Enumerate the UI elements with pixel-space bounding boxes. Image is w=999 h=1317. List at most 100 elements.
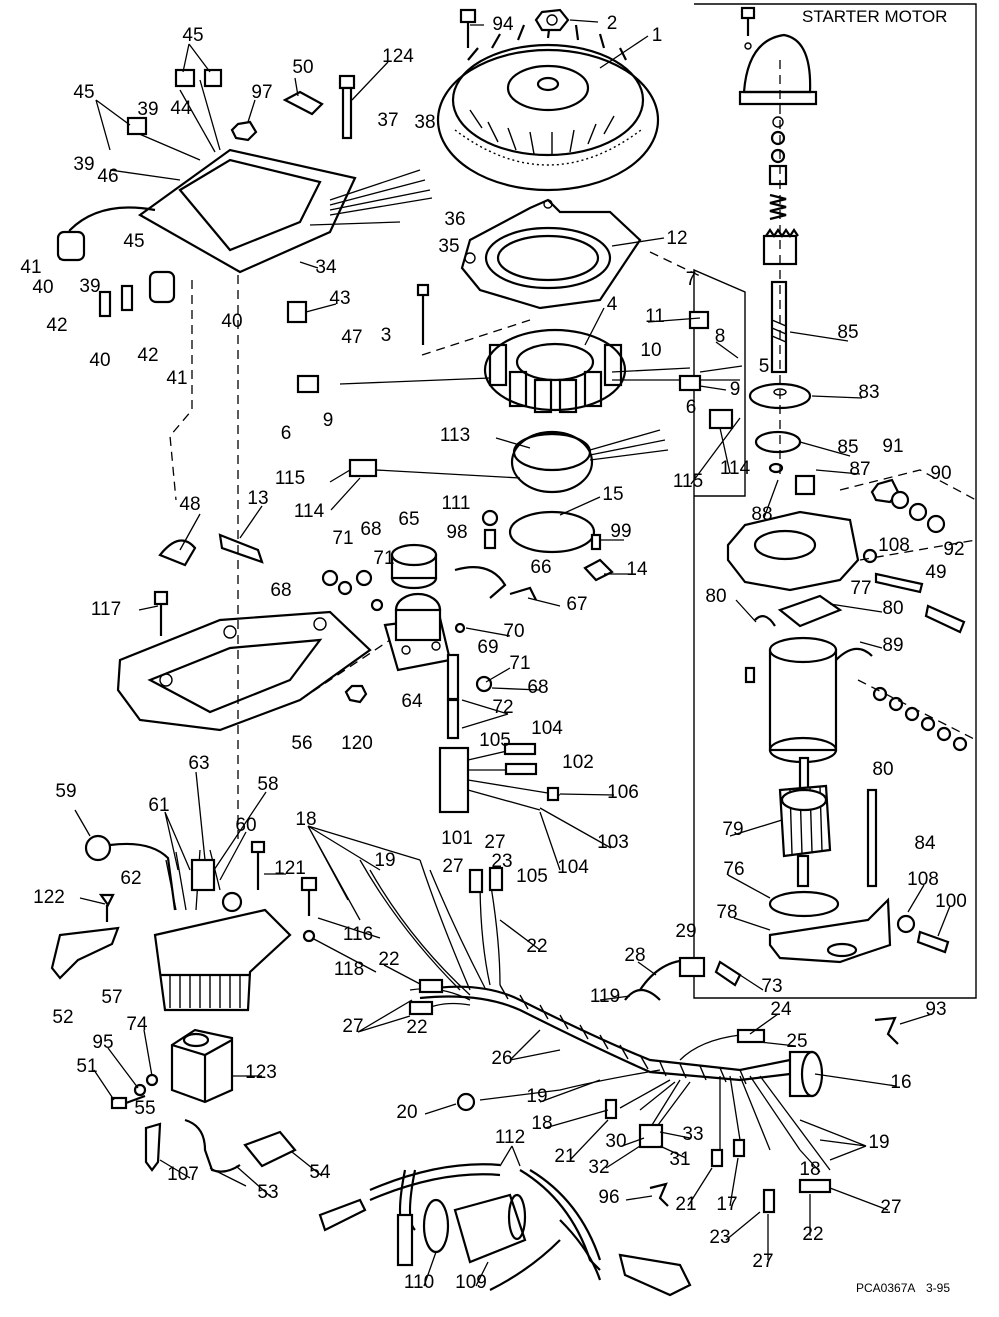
callout-21: 21 <box>675 1194 696 1215</box>
callout-44: 44 <box>170 98 192 119</box>
callout-106: 106 <box>607 782 639 803</box>
callout-124: 124 <box>382 46 414 67</box>
drawing-code: PCA0367A <box>856 1281 915 1295</box>
leader-lines <box>74 19 951 1287</box>
callout-24: 24 <box>770 999 792 1020</box>
callout-79: 79 <box>722 819 743 840</box>
callout-76: 76 <box>723 859 744 880</box>
spark-plug-leads <box>144 1118 297 1173</box>
callout-66: 66 <box>530 557 551 578</box>
callout-68: 68 <box>527 677 548 698</box>
callout-22: 22 <box>802 1224 823 1245</box>
callout-121: 121 <box>274 858 306 879</box>
callout-71: 71 <box>332 528 353 549</box>
callout-85: 85 <box>837 437 858 458</box>
callout-32: 32 <box>588 1157 609 1178</box>
starter-motor-panel: STARTER MOTOR <box>693 3 977 999</box>
screw-3 <box>416 283 430 345</box>
callout-45: 45 <box>123 231 144 252</box>
spark-plug-wires <box>318 1163 692 1297</box>
callout-119: 119 <box>590 986 620 1007</box>
callout-78: 78 <box>716 902 737 923</box>
terminal-block <box>438 742 561 814</box>
callout-18: 18 <box>799 1159 820 1180</box>
nut-2 <box>534 8 570 32</box>
callout-71: 71 <box>509 653 530 674</box>
callout-51: 51 <box>76 1056 97 1077</box>
clamp-13 <box>218 533 264 564</box>
callout-41: 41 <box>166 368 187 389</box>
callout-48: 48 <box>179 494 200 515</box>
callout-1: 1 <box>652 25 663 46</box>
callout-27: 27 <box>880 1197 901 1218</box>
starter-solenoid <box>383 592 452 672</box>
callout-90: 90 <box>930 463 951 484</box>
callout-45: 45 <box>182 25 203 46</box>
callout-58: 58 <box>257 774 278 795</box>
callout-18: 18 <box>295 809 316 830</box>
callout-26: 26 <box>491 1048 512 1069</box>
callout-113: 113 <box>440 425 470 446</box>
callout-9: 9 <box>323 410 334 431</box>
callout-40: 40 <box>89 350 110 371</box>
callout-7: 7 <box>686 269 697 290</box>
callout-23: 23 <box>491 851 512 872</box>
callout-117: 117 <box>91 599 121 620</box>
callout-52: 52 <box>52 1007 73 1028</box>
callout-53: 53 <box>257 1182 278 1203</box>
callout-99: 99 <box>610 521 631 542</box>
callout-77: 77 <box>850 578 871 599</box>
screw-121 <box>250 840 266 890</box>
callout-38: 38 <box>414 112 435 133</box>
callout-95: 95 <box>92 1032 113 1053</box>
callout-74: 74 <box>126 1014 148 1035</box>
callout-23: 23 <box>709 1227 730 1248</box>
callout-4: 4 <box>607 294 618 315</box>
callout-2: 2 <box>607 13 618 34</box>
callout-115: 115 <box>673 471 703 492</box>
callout-101: 101 <box>441 828 473 849</box>
callout-3: 3 <box>381 325 392 346</box>
timer-coil <box>348 408 734 494</box>
timer-base-plate <box>460 198 642 310</box>
drawing-footer: PCA0367A 3-95 <box>856 1281 950 1295</box>
callout-96: 96 <box>598 1187 619 1208</box>
callout-80: 80 <box>872 759 893 780</box>
power-pack <box>56 68 433 324</box>
callout-39: 39 <box>137 99 158 120</box>
callout-102: 102 <box>562 752 594 773</box>
callout-72: 72 <box>492 697 513 718</box>
callout-14: 14 <box>626 559 648 580</box>
callout-42: 42 <box>137 345 158 366</box>
callout-97: 97 <box>251 82 272 103</box>
callout-60: 60 <box>235 815 256 836</box>
callout-84: 84 <box>914 833 936 854</box>
hardware-cluster <box>321 509 614 740</box>
callout-61: 61 <box>148 795 169 816</box>
starter-parts <box>726 6 968 964</box>
callout-108: 108 <box>907 869 939 890</box>
callout-120: 120 <box>341 733 373 754</box>
callout-15: 15 <box>602 484 623 505</box>
callout-68: 68 <box>270 580 291 601</box>
callout-57: 57 <box>101 987 122 1008</box>
callout-40: 40 <box>221 311 242 332</box>
callout-92: 92 <box>943 539 964 560</box>
assembly-lines <box>169 60 977 840</box>
callout-50: 50 <box>292 57 313 78</box>
callout-22: 22 <box>378 949 399 970</box>
starter-motor-title: STARTER MOTOR <box>802 7 947 26</box>
callout-56: 56 <box>291 733 312 754</box>
callout-63: 63 <box>188 753 209 774</box>
retaining-ring <box>508 510 596 554</box>
callout-80: 80 <box>882 598 903 619</box>
callout-16: 16 <box>890 1072 911 1093</box>
flywheel <box>436 21 660 192</box>
callout-17: 17 <box>716 1194 737 1215</box>
callout-80: 80 <box>705 586 726 607</box>
callout-30: 30 <box>605 1131 626 1152</box>
callout-28: 28 <box>624 945 645 966</box>
callout-94: 94 <box>492 14 514 35</box>
